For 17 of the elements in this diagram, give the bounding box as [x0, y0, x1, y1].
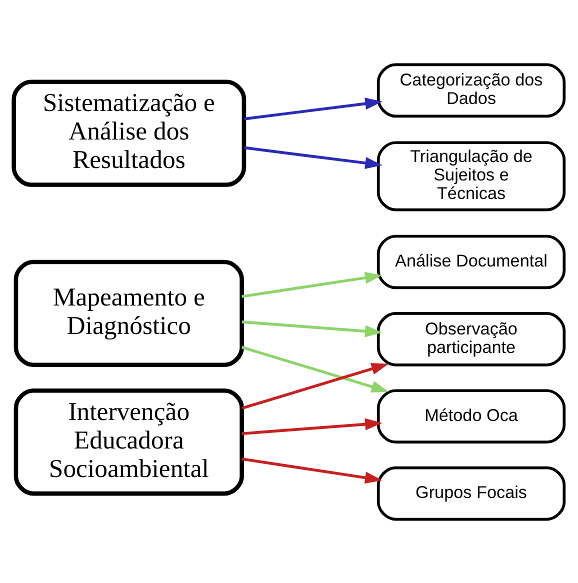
node-box: Categorização dos Dados [376, 62, 566, 118]
node-box: Mapeamento e Diagnóstico [14, 259, 244, 367]
node-box: Método Oca [376, 388, 566, 444]
node-box: Triangulação de Sujeitos e Técnicas [376, 140, 566, 211]
arrow [242, 345, 389, 392]
arrow [244, 146, 382, 168]
arrow [242, 271, 382, 298]
node-box: Intervenção Educadora Socioambiental [14, 388, 244, 496]
node-box: Observação participante [376, 312, 566, 366]
node-box: Grupos Focais [376, 466, 566, 520]
arrow [242, 457, 382, 484]
arrow [242, 320, 382, 337]
arrow [242, 418, 382, 435]
node-box: Análise Documental [376, 234, 566, 289]
arrow [244, 97, 382, 120]
node-box: Sistematização e Análise dos Resultados [12, 79, 246, 186]
arrow [242, 362, 389, 410]
